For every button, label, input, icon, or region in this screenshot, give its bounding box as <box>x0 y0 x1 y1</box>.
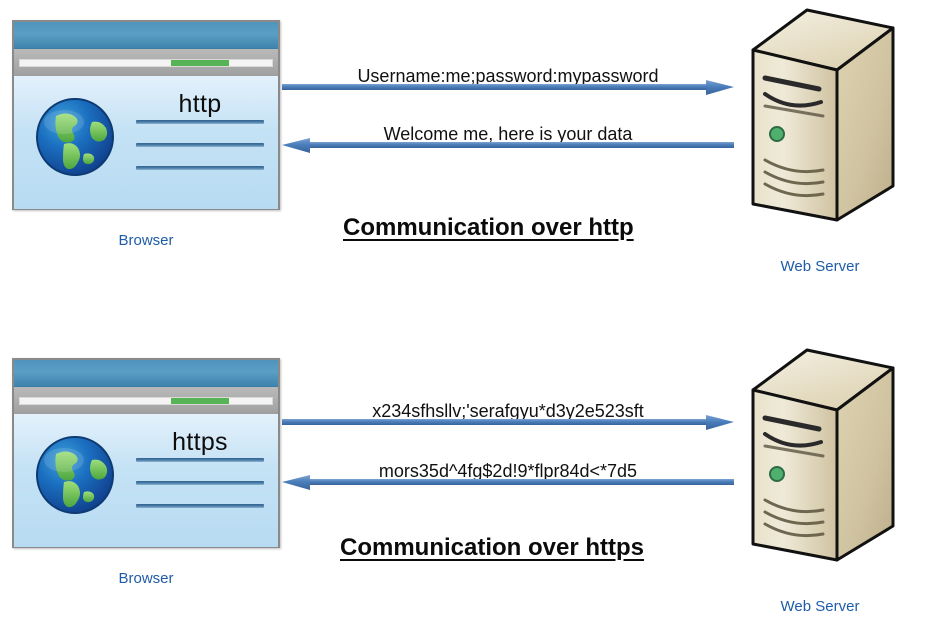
message-label-https-request: x234sfhsllv;'serafgyu*d3y2e523sft <box>372 401 644 421</box>
browser-viewport: http <box>14 76 278 209</box>
page-text-line <box>136 481 264 485</box>
section-heading-http: Communication over http <box>343 214 634 241</box>
server-tower-https <box>745 348 895 568</box>
protocol-label-https: https <box>172 428 228 456</box>
protocol-label-http: http <box>178 90 222 118</box>
browser-caption-http: Browser <box>118 232 174 249</box>
page-text-line <box>136 458 264 462</box>
page-load-progress <box>171 59 230 66</box>
page-text-line <box>136 504 264 508</box>
browser-toolbar <box>14 387 278 414</box>
arrow-left-icon <box>282 138 734 153</box>
address-bar[interactable] <box>19 396 273 405</box>
arrow-left-icon <box>282 475 734 490</box>
browser-toolbar <box>14 49 278 76</box>
page-content-lines: https <box>136 430 264 508</box>
message-row-https-request: x234sfhsllv;'serafgyu*d3y2e523sft <box>282 387 734 433</box>
browser-titlebar <box>14 360 278 387</box>
message-label-http-request: Username:me;password:mypassword <box>357 66 659 86</box>
message-row-https-response: mors35d^4fg$2d!9*flpr84d<*7d5 <box>282 447 734 493</box>
browser-window-https: https <box>12 358 280 548</box>
server-tower-http <box>745 8 895 228</box>
globe-icon <box>34 96 116 178</box>
page-content-lines: http <box>136 92 264 170</box>
message-label-http-response: Welcome me, here is your data <box>383 124 633 144</box>
server-led-icon <box>769 126 785 142</box>
server-caption-http: Web Server <box>780 258 860 275</box>
arrow-right-icon <box>282 415 734 430</box>
browser-viewport: https <box>14 414 278 547</box>
server-caption-https: Web Server <box>780 598 860 615</box>
page-text-line <box>136 143 264 147</box>
page-text-line <box>136 120 264 124</box>
globe-icon <box>34 434 116 516</box>
arrow-right-icon <box>282 80 734 95</box>
server-led-icon <box>769 466 785 482</box>
browser-titlebar <box>14 22 278 49</box>
section-heading-https: Communication over https <box>340 534 645 561</box>
message-row-http-response: Welcome me, here is your data <box>282 110 734 156</box>
message-row-http-request: Username:me;password:mypassword <box>282 52 734 98</box>
page-text-line <box>136 166 264 170</box>
page-load-progress <box>171 397 230 404</box>
browser-window-http: http <box>12 20 280 210</box>
browser-caption-https: Browser <box>118 570 174 587</box>
message-label-https-response: mors35d^4fg$2d!9*flpr84d<*7d5 <box>378 461 638 481</box>
address-bar[interactable] <box>19 58 273 67</box>
